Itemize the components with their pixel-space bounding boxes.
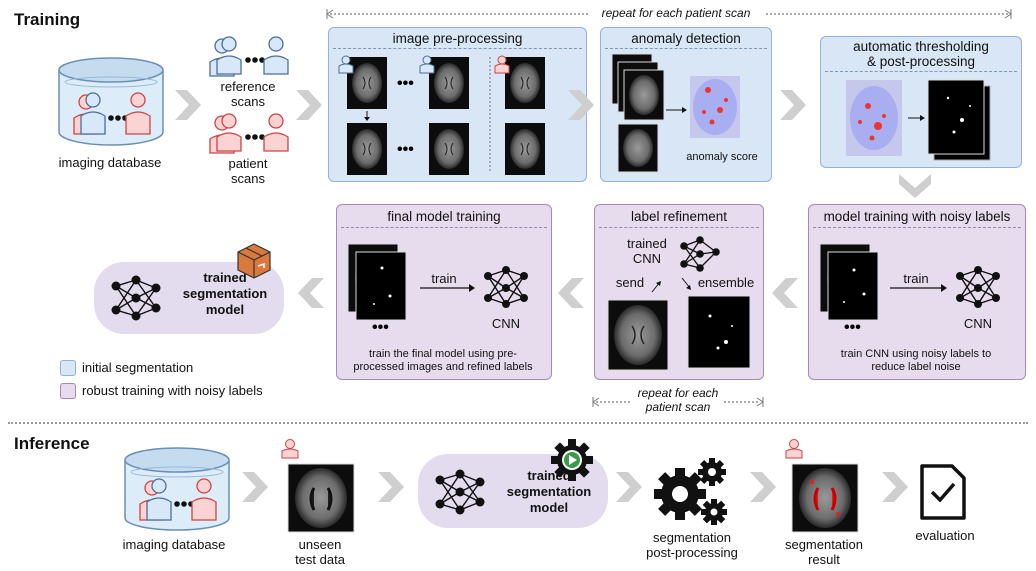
database-icon: [124, 447, 230, 531]
legend-robust: robust training with noisy labels: [82, 383, 263, 398]
chevron-right-icon: [780, 90, 806, 120]
inference-title: Inference: [14, 434, 90, 453]
chevron-down-icon: [899, 174, 931, 198]
chevron-right-icon: [378, 472, 404, 502]
repeat-top-arrow: [326, 9, 1012, 19]
gear-play-icon: [551, 439, 593, 481]
database-icon: [58, 57, 164, 146]
chevron-right-icon: [242, 472, 268, 502]
reference-people-icon: [209, 36, 289, 77]
final-training-graphic: •••: [347, 243, 528, 336]
gears-icon: [654, 458, 727, 525]
chevron-left-icon: [772, 278, 798, 308]
chevron-right-icon: [568, 90, 594, 120]
final-title: final model training: [387, 209, 501, 224]
legend-initial: initial segmentation: [82, 360, 194, 375]
anomaly-title: anomaly detection: [631, 31, 741, 46]
unseen-scan: [281, 439, 355, 533]
chevron-left-icon: [298, 278, 324, 308]
chevron-right-icon: [882, 472, 908, 502]
svg-text:•••: •••: [397, 75, 414, 92]
threshold-scans: [846, 79, 991, 161]
patient-people-icon: [209, 113, 289, 154]
thresholding-title: automatic thresholding& post-processing: [853, 39, 989, 69]
refine-graphic: [607, 236, 751, 371]
section-divider: [8, 422, 1028, 424]
final-train-label: train: [431, 271, 457, 286]
svg-text:•••: •••: [397, 141, 414, 158]
svg-text:•••: •••: [372, 319, 389, 336]
training-title: Training: [14, 10, 81, 29]
neural-network-icon: [111, 275, 161, 321]
evaluation-label: evaluation: [915, 528, 975, 543]
svg-text:•••: •••: [844, 319, 861, 336]
chevron-right-icon: [750, 472, 776, 502]
final-caption: train the final model using pre-processe…: [353, 348, 533, 373]
legend-blue-swatch: [60, 360, 76, 376]
chevron-left-icon: [558, 278, 584, 308]
evaluation-document-icon: [920, 464, 966, 520]
refine-send-label: send: [615, 275, 645, 290]
noisy-train-label: train: [903, 271, 929, 286]
chevron-right-icon: [616, 472, 642, 502]
package-box-icon: [237, 243, 271, 279]
repeat-top-label: repeat for each patient scan: [601, 6, 751, 20]
db-label: imaging database: [58, 155, 162, 170]
anomaly-scans: [611, 53, 740, 173]
refine-ensemble-label: ensemble: [697, 275, 755, 290]
anomaly-score-label: anomaly score: [686, 151, 758, 163]
chevron-right-icon: [175, 90, 201, 120]
refine-title: label refinement: [630, 209, 728, 224]
repeat-bottom-arrow: [592, 397, 764, 407]
noisy-training-graphic: •••: [819, 243, 1000, 336]
result-scan: [785, 439, 859, 533]
noisy-title: model training with noisy labels: [823, 209, 1011, 224]
legend-purple-swatch: [60, 383, 76, 399]
neural-network-icon: [435, 469, 485, 515]
preprocessing-scans: ••• •••: [338, 55, 545, 175]
noisy-cnn-label: CNN: [963, 316, 993, 331]
preprocessing-title: image pre-processing: [392, 31, 523, 46]
chevron-right-icon: [296, 90, 322, 120]
final-cnn-label: CNN: [491, 316, 521, 331]
inference-db-label: imaging database: [122, 537, 226, 552]
